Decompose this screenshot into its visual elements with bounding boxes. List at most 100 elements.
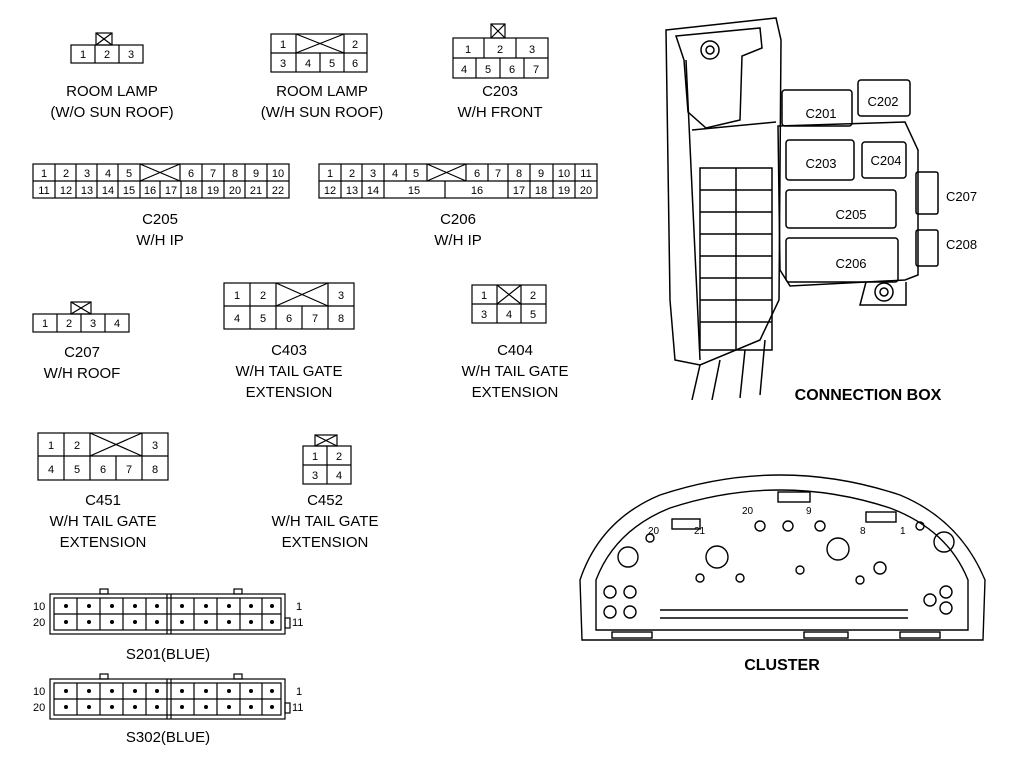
connection-box-drawing	[665, 17, 939, 401]
s302-caption: S302(BLUE)	[126, 729, 210, 746]
c451-connector	[37, 432, 169, 481]
pin-label: 18	[535, 185, 547, 197]
pin-label: 22	[272, 185, 284, 197]
pin-label: 6	[474, 168, 480, 180]
c203-caption-1: C203	[482, 83, 518, 100]
c203-connector	[452, 23, 549, 79]
c201-box-label: C201	[805, 106, 836, 121]
pin-label: 15	[408, 185, 420, 197]
pin-label: 20	[580, 185, 592, 197]
pin-label: 16	[144, 185, 156, 197]
pin-label: 6	[100, 464, 106, 476]
c451-caption-2: W/H TAIL GATE	[50, 513, 157, 530]
c206-caption-1: C206	[440, 211, 476, 228]
pin-label: 17	[165, 185, 177, 197]
pin-label: 3	[128, 49, 134, 61]
s302-pin-11-label: 11	[292, 702, 303, 714]
pin-label: 8	[338, 313, 344, 325]
pin-label: 13	[81, 185, 93, 197]
pin-label: 5	[530, 309, 536, 321]
pin-label: 2	[260, 290, 266, 302]
c208-box-label: C208	[946, 237, 977, 252]
pin-label: 21	[250, 185, 262, 197]
cluster-pin-label: 8	[860, 526, 866, 537]
pin-label: 2	[74, 440, 80, 452]
c451-caption-3: EXTENSION	[60, 534, 147, 551]
pin-label: 15	[123, 185, 135, 197]
pin-label: 5	[413, 168, 419, 180]
pin-label: 1	[42, 318, 48, 330]
pin-label: 1	[234, 290, 240, 302]
room-lamp-wo-caption-1: ROOM LAMP	[66, 83, 158, 100]
pin-label: 6	[188, 168, 194, 180]
c206-box-label: C206	[835, 256, 866, 271]
pin-label: 2	[497, 44, 503, 56]
s201-caption: S201(BLUE)	[126, 646, 210, 663]
s201-pin-20-label: 20	[33, 617, 45, 629]
pin-label: 2	[66, 318, 72, 330]
pin-label: 4	[506, 309, 512, 321]
pin-label: 5	[126, 168, 132, 180]
pin-label: 12	[324, 185, 336, 197]
pin-label: 7	[210, 168, 216, 180]
cluster-pin-label: 21	[694, 526, 706, 537]
pin-label: 7	[495, 168, 501, 180]
pin-label: 11	[38, 185, 49, 197]
room-lamp-wh-connector	[270, 33, 368, 73]
c205-connector	[32, 163, 290, 199]
pin-label: 6	[286, 313, 292, 325]
s302-connector	[49, 673, 291, 720]
pin-label: 3	[84, 168, 90, 180]
pin-label: 11	[580, 168, 591, 180]
pin-label: 20	[229, 185, 241, 197]
room-lamp-wo-caption-2: (W/O SUN ROOF)	[50, 104, 173, 121]
s201-connector	[49, 588, 291, 635]
c207-caption-1: C207	[64, 344, 100, 361]
pin-label: 2	[352, 39, 358, 51]
c403-caption-2: W/H TAIL GATE	[236, 363, 343, 380]
c404-caption-2: W/H TAIL GATE	[462, 363, 569, 380]
cluster-drawing	[579, 474, 986, 641]
pin-label: 3	[312, 470, 318, 482]
pin-label: 5	[485, 64, 491, 76]
connection-box-title: CONNECTION BOX	[795, 387, 942, 404]
pin-label: 1	[327, 168, 333, 180]
cluster-pin-label: 20	[742, 506, 754, 517]
pin-label: 18	[185, 185, 197, 197]
c206-caption-2: W/H IP	[434, 232, 482, 249]
pin-label: 16	[471, 185, 483, 197]
pin-label: 9	[253, 168, 259, 180]
pin-label: 7	[533, 64, 539, 76]
pin-label: 7	[312, 313, 318, 325]
c452-caption-1: C452	[307, 492, 343, 509]
pin-label: 10	[558, 168, 570, 180]
pin-label: 14	[367, 185, 379, 197]
cluster-pin-label: 1	[900, 526, 906, 537]
pin-label: 8	[152, 464, 158, 476]
c207-box-label: C207	[946, 189, 977, 204]
c452-caption-2: W/H TAIL GATE	[272, 513, 379, 530]
pin-label: 3	[529, 44, 535, 56]
pin-label: 3	[90, 318, 96, 330]
c207-caption-2: W/H ROOF	[44, 365, 121, 382]
pin-label: 4	[114, 318, 120, 330]
pin-label: 2	[349, 168, 355, 180]
c452-caption-3: EXTENSION	[282, 534, 369, 551]
s201-pin-1-label: 1	[296, 601, 302, 613]
pin-label: 12	[60, 185, 72, 197]
pin-label: 19	[207, 185, 219, 197]
pin-label: 8	[232, 168, 238, 180]
pin-label: 5	[329, 58, 335, 70]
c205-caption-2: W/H IP	[136, 232, 184, 249]
c404-caption-3: EXTENSION	[472, 384, 559, 401]
pin-label: 1	[280, 39, 286, 51]
pin-label: 7	[126, 464, 132, 476]
pin-label: 17	[513, 185, 525, 197]
pin-label: 1	[465, 44, 471, 56]
pin-label: 1	[41, 168, 47, 180]
pin-label: 2	[336, 451, 342, 463]
c206-connector	[318, 163, 598, 199]
pin-label: 5	[74, 464, 80, 476]
c205-caption-1: C205	[142, 211, 178, 228]
